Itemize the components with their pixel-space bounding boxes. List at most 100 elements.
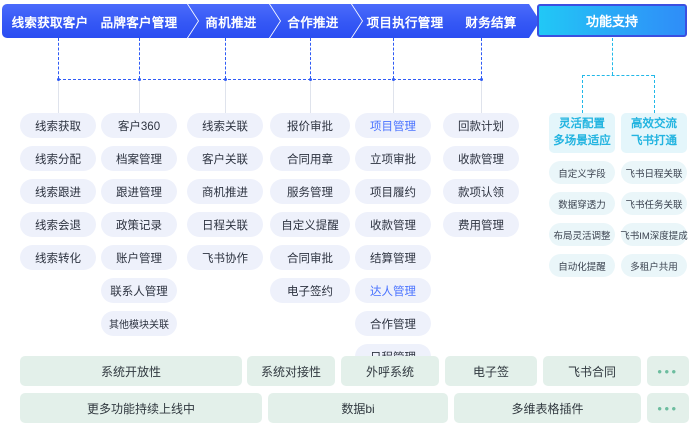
column-drop-line-2 <box>139 81 140 113</box>
capability-bar[interactable]: 外呼系统 <box>341 356 439 386</box>
feature-pill[interactable]: 项目管理 <box>355 113 431 138</box>
column-drop-line-6 <box>481 81 482 113</box>
feature-pill[interactable]: 自定义提醒 <box>270 212 350 237</box>
feature-pill[interactable]: 收款管理 <box>443 146 519 171</box>
feature-pill[interactable]: 报价审批 <box>270 113 350 138</box>
support-drop-line <box>612 38 613 75</box>
feature-pill[interactable]: 飞书协作 <box>187 245 263 270</box>
column-drop-line-4 <box>310 81 311 113</box>
tab-drop-line-2 <box>139 38 140 79</box>
connector-bus <box>58 79 481 80</box>
feature-pill[interactable]: 项目履约 <box>355 179 431 204</box>
feature-pill[interactable]: 立项审批 <box>355 146 431 171</box>
feature-pill[interactable]: 联系人管理 <box>101 278 177 303</box>
connector-junction-dot <box>57 78 60 81</box>
flow-tab-6[interactable]: 财务结算 <box>448 4 540 38</box>
function-support-button[interactable]: 功能支持 <box>537 4 687 37</box>
feature-pill[interactable]: 回款计划 <box>443 113 519 138</box>
support-group-title[interactable]: 灵活配置多场景适应 <box>549 113 615 153</box>
feature-pill[interactable]: 客户360 <box>101 113 177 138</box>
feature-pill[interactable]: 费用管理 <box>443 212 519 237</box>
feature-pill[interactable]: 档案管理 <box>101 146 177 171</box>
capability-bar[interactable]: 系统对接性 <box>247 356 335 386</box>
support-pill[interactable]: 飞书任务关联 <box>621 192 687 215</box>
capability-bar-label: 飞书合同 <box>567 364 616 379</box>
support-pill[interactable]: 自动化提醒 <box>549 254 615 277</box>
feature-pill[interactable]: 合同用章 <box>270 146 350 171</box>
feature-pill[interactable]: 达人管理 <box>355 278 431 303</box>
feature-pill[interactable]: 跟进管理 <box>101 179 177 204</box>
feature-pill[interactable]: 结算管理 <box>355 245 431 270</box>
more-options-button[interactable]: ••• <box>647 356 689 386</box>
connector-junction-dot <box>392 78 395 81</box>
capability-bar-label: 更多功能持续上线中 <box>86 401 195 416</box>
support-pill[interactable]: 布局灵活调整 <box>549 223 615 246</box>
capability-bar[interactable]: 系统开放性 <box>20 356 242 386</box>
support-pill[interactable]: 自定义字段 <box>549 161 615 184</box>
support-group-1: 灵活配置多场景适应自定义字段数据穿透力布局灵活调整自动化提醒 <box>549 113 615 277</box>
flow-tab-5[interactable]: 项目执行管理 <box>352 4 464 38</box>
support-pill[interactable]: 飞书IM深度提成 <box>620 223 688 246</box>
support-bus <box>582 75 654 76</box>
feature-pill[interactable]: 线索会退 <box>20 212 96 237</box>
flow-tab-label: 品牌客户管理 <box>100 15 178 30</box>
feature-pill[interactable]: 线索跟进 <box>20 179 96 204</box>
capability-bar[interactable]: 飞书合同 <box>543 356 641 386</box>
capability-bar[interactable]: 更多功能持续上线中 <box>20 393 262 423</box>
support-title-line-2: 飞书打通 <box>631 135 677 147</box>
feature-pill[interactable]: 服务管理 <box>270 179 350 204</box>
feature-pill[interactable]: 线索获取 <box>20 113 96 138</box>
column-drop-line-5 <box>393 81 394 113</box>
capability-bar-label: 电子签 <box>472 364 509 379</box>
connector-junction-dot <box>224 78 227 81</box>
feature-pill[interactable]: 合作管理 <box>355 311 431 336</box>
tab-drop-line-6 <box>481 38 482 79</box>
flow-tab-1[interactable]: 线索获取客户 <box>2 4 104 38</box>
capability-bar[interactable]: 电子签 <box>445 356 537 386</box>
pill-column-6: 回款计划收款管理款项认领费用管理 <box>443 113 519 237</box>
support-title-line-2: 多场景适应 <box>553 135 611 147</box>
flow-tab-label: 合作推进 <box>287 15 339 30</box>
feature-pill[interactable]: 合同审批 <box>270 245 350 270</box>
support-title-line-1: 灵活配置 <box>559 118 605 131</box>
capability-bar-label: 系统对接性 <box>260 364 321 379</box>
pill-column-5: 项目管理立项审批项目履约收款管理结算管理达人管理合作管理日程管理 <box>355 113 431 369</box>
feature-pill[interactable]: 账户管理 <box>101 245 177 270</box>
feature-pill[interactable]: 线索关联 <box>187 113 263 138</box>
pill-column-3: 线索关联客户关联商机推进日程关联飞书协作 <box>187 113 263 270</box>
feature-pill[interactable]: 收款管理 <box>355 212 431 237</box>
support-pill[interactable]: 多租户共用 <box>621 254 687 277</box>
support-group-2: 高效交流飞书打通飞书日程关联飞书任务关联飞书IM深度提成多租户共用 <box>620 113 688 277</box>
feature-pill[interactable]: 政策记录 <box>101 212 177 237</box>
support-pill[interactable]: 数据穿透力 <box>549 192 615 215</box>
capability-bar[interactable]: 多维表格插件 <box>454 393 641 423</box>
feature-pill[interactable]: 商机推进 <box>187 179 263 204</box>
flow-tab-label: 商机推进 <box>205 15 257 30</box>
feature-pill[interactable]: 线索转化 <box>20 245 96 270</box>
ellipsis-icon: ••• <box>657 363 679 379</box>
feature-pill[interactable]: 款项认领 <box>443 179 519 204</box>
capability-bar[interactable]: 数据bi <box>268 393 448 423</box>
capability-bar-label: 系统开放性 <box>100 364 161 379</box>
more-options-button[interactable]: ••• <box>647 393 689 423</box>
ellipsis-icon: ••• <box>657 400 679 416</box>
flow-tab-3[interactable]: 商机推进 <box>188 4 280 38</box>
feature-pill[interactable]: 线索分配 <box>20 146 96 171</box>
pill-column-4: 报价审批合同用章服务管理自定义提醒合同审批电子签约 <box>270 113 350 303</box>
tab-drop-line-4 <box>310 38 311 79</box>
column-drop-line-1 <box>58 81 59 113</box>
feature-pill[interactable]: 其他模块关联 <box>101 311 177 336</box>
tab-drop-line-1 <box>58 38 59 79</box>
flow-tab-4[interactable]: 合作推进 <box>270 4 362 38</box>
flow-tab-2[interactable]: 品牌客户管理 <box>86 4 198 38</box>
connector-junction-dot <box>309 78 312 81</box>
capability-bar-label: 外呼系统 <box>365 364 414 379</box>
column-drop-line-3 <box>225 81 226 113</box>
support-pill[interactable]: 飞书日程关联 <box>621 161 687 184</box>
flow-tab-label: 项目执行管理 <box>366 15 444 30</box>
feature-pill[interactable]: 客户关联 <box>187 146 263 171</box>
support-group-title[interactable]: 高效交流飞书打通 <box>621 113 687 153</box>
feature-pill[interactable]: 电子签约 <box>270 278 350 303</box>
feature-pill[interactable]: 日程关联 <box>187 212 263 237</box>
